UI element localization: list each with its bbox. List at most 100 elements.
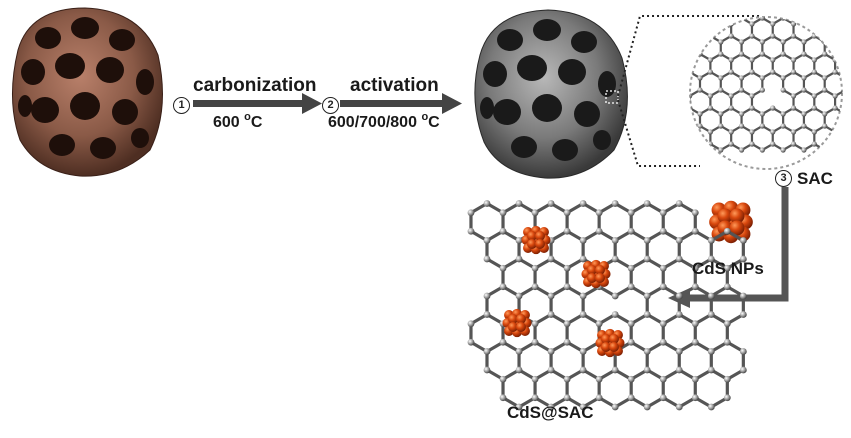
cds-particle [527,231,537,241]
carbon-bond [833,142,842,152]
carbon-atom [707,348,715,355]
carbon-atom [843,147,848,152]
carbon-atom [531,209,539,217]
activation-temperature: 600/700/800 oC [328,111,440,132]
carbon-bond [690,142,702,152]
carbon-atom [749,93,755,99]
cds-particle [609,342,619,352]
carbon-atom [707,33,713,39]
carbon-atom [780,147,786,153]
carbon-atom [499,338,507,346]
carbon-atom [832,57,838,63]
carbon-atom [515,366,523,374]
carbon-atom [739,237,747,244]
carbon-atom [738,147,745,153]
carbon-atom [659,283,667,291]
carbon-atom [728,105,734,111]
seedpod-hole [21,59,45,85]
carbon-bond [833,124,842,134]
carbon-atom [691,394,699,402]
carbon-atom [759,87,765,93]
carbon-atom [790,141,797,147]
carbon-atom [659,375,667,383]
carbon-atom [770,105,776,111]
carbon-atom [690,33,693,39]
carbon-atom [843,39,848,44]
carbon-atom [739,366,747,374]
carbon-atom [643,237,651,244]
carbon-bond [845,90,851,96]
carbon-atom [499,227,507,235]
activation-arrow [340,93,462,114]
carbon-atom [579,366,587,374]
carbon-atom [759,75,765,81]
carbon-atom [659,264,667,272]
carbon-atom [790,69,797,75]
carbon-atom [811,69,817,75]
carbon-atom [707,311,715,318]
carbon-atom [659,394,667,402]
carbon-pore [517,55,547,81]
carbon-atom [749,105,755,111]
step-1-marker: 1 [173,97,190,114]
carbon-atom [595,227,603,235]
carbon-bond [709,17,722,26]
carbon-atom [531,283,539,291]
carbon-bond [845,72,851,78]
carbon-atom [801,51,807,57]
carbon-atom [718,75,724,81]
carbon-atom [563,227,571,235]
carbon-atom [579,200,587,207]
carbon-bond [823,142,837,152]
activated-carbon-seedpod-image [474,9,628,179]
carbon-atom [563,338,571,346]
carbon-atom [738,39,745,45]
carbon-atom [780,123,786,129]
carbon-atom [718,87,724,93]
carbon-atom [690,141,693,147]
carbon-atom [499,264,507,272]
carbon-atom [579,237,587,244]
carbon-atom [690,57,693,63]
carbon-atom [843,75,848,80]
carbon-atom [759,111,765,117]
carbon-atom [547,292,555,300]
seedpod-hole [109,29,135,51]
carbon-atom [483,348,491,355]
carbon-pore [598,71,616,97]
carbon-atom [770,33,776,39]
carbon-atom [770,57,776,63]
cds-particle [595,265,605,275]
carbon-atom [843,111,848,116]
carbon-atom [723,375,731,383]
carbon-atom [467,320,475,328]
carbon-atom [749,69,755,75]
carbon-bond [802,17,816,26]
carbon-bond [719,17,733,26]
carbon-atom [690,69,693,75]
carbon-atom [843,51,848,56]
cds-particle [609,334,619,344]
carbon-atom [723,227,731,235]
zoom-connector [605,15,760,167]
carbon-atom [643,348,651,355]
carbon-atom [691,209,699,217]
carbon-atom [811,129,817,135]
carbon-atom [707,69,713,75]
carbon-atom [749,21,755,27]
carbon-atom [780,111,786,117]
carbon-atom [728,129,734,135]
cds-particle [516,314,526,324]
carbon-atom [697,147,703,153]
carbon-atom [822,17,828,21]
carbon-atom [723,320,731,328]
carbon-atom [728,93,734,99]
cds-sac-label: CdS@SAC [507,403,594,422]
carbon-atom [659,227,667,235]
carbon-atom [707,366,715,374]
carbon-atom [707,292,715,300]
cds-nps-label: CdS NPs [692,259,764,278]
carbon-atom [770,129,776,135]
carbon-atom [627,283,635,291]
